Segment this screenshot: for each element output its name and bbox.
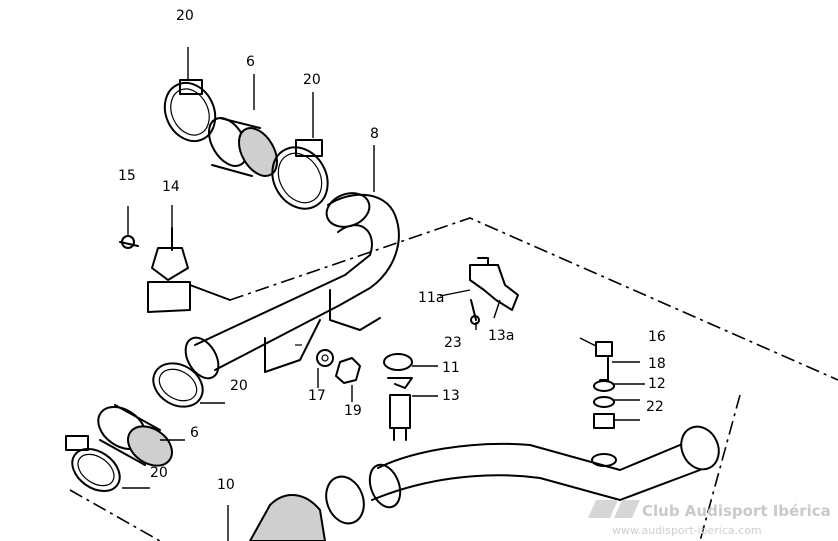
callout-15: 15 — [118, 168, 136, 184]
bolt-washer-stack — [593, 341, 615, 429]
hose-sleeve-bottom — [248, 475, 365, 541]
watermark: Club Audisport Ibérica www.audisport-ibe… — [588, 500, 831, 537]
callout-20-top: 20 — [176, 8, 194, 24]
hose-sleeve-top — [208, 117, 278, 177]
callout-16: 16 — [648, 329, 666, 345]
callout-12: 12 — [648, 376, 666, 392]
callout-18: 18 — [648, 356, 666, 372]
callout-20-lower-2: 20 — [150, 465, 168, 481]
callout-22: 22 — [646, 399, 664, 415]
callout-20-second: 20 — [303, 72, 321, 88]
callout-13a: 13a — [488, 328, 514, 344]
hose-sleeve-lower — [97, 404, 173, 467]
washer-17-nut-19 — [316, 349, 361, 384]
callout-19: 19 — [344, 403, 362, 419]
callout-6-top: 6 — [246, 54, 255, 70]
assembly-boundary-lines — [69, 217, 838, 541]
callout-6-lower: 6 — [190, 425, 199, 441]
callout-10: 10 — [217, 477, 235, 493]
callout-13: 13 — [442, 388, 460, 404]
sender-13-and-ring-11 — [383, 353, 413, 441]
watermark-url: www.audisport-iberica.com — [612, 524, 762, 537]
intercooler-pipe-upper — [184, 192, 400, 380]
callout-14: 14 — [162, 179, 180, 195]
intercooler-pipe-lower — [368, 425, 720, 509]
watermark-title: Club Audisport Ibérica — [642, 502, 831, 520]
leader-lines — [122, 47, 645, 541]
hose-clamp-second — [271, 139, 329, 210]
callout-8: 8 — [370, 126, 379, 142]
callout-17: 17 — [308, 388, 326, 404]
hose-clamp-lower-1 — [152, 362, 204, 408]
hose-clamp-top — [163, 79, 217, 143]
vacuum-valve-assembly — [119, 227, 231, 313]
callout-11a: 11a — [418, 290, 444, 306]
callout-23: 23 — [444, 335, 462, 351]
callout-20-lower-1: 20 — [230, 378, 248, 394]
watermark-logo-icon — [588, 500, 618, 518]
hose-clamp-lower-2 — [65, 435, 121, 492]
callout-11: 11 — [442, 360, 460, 376]
sensor-13a — [469, 257, 519, 325]
